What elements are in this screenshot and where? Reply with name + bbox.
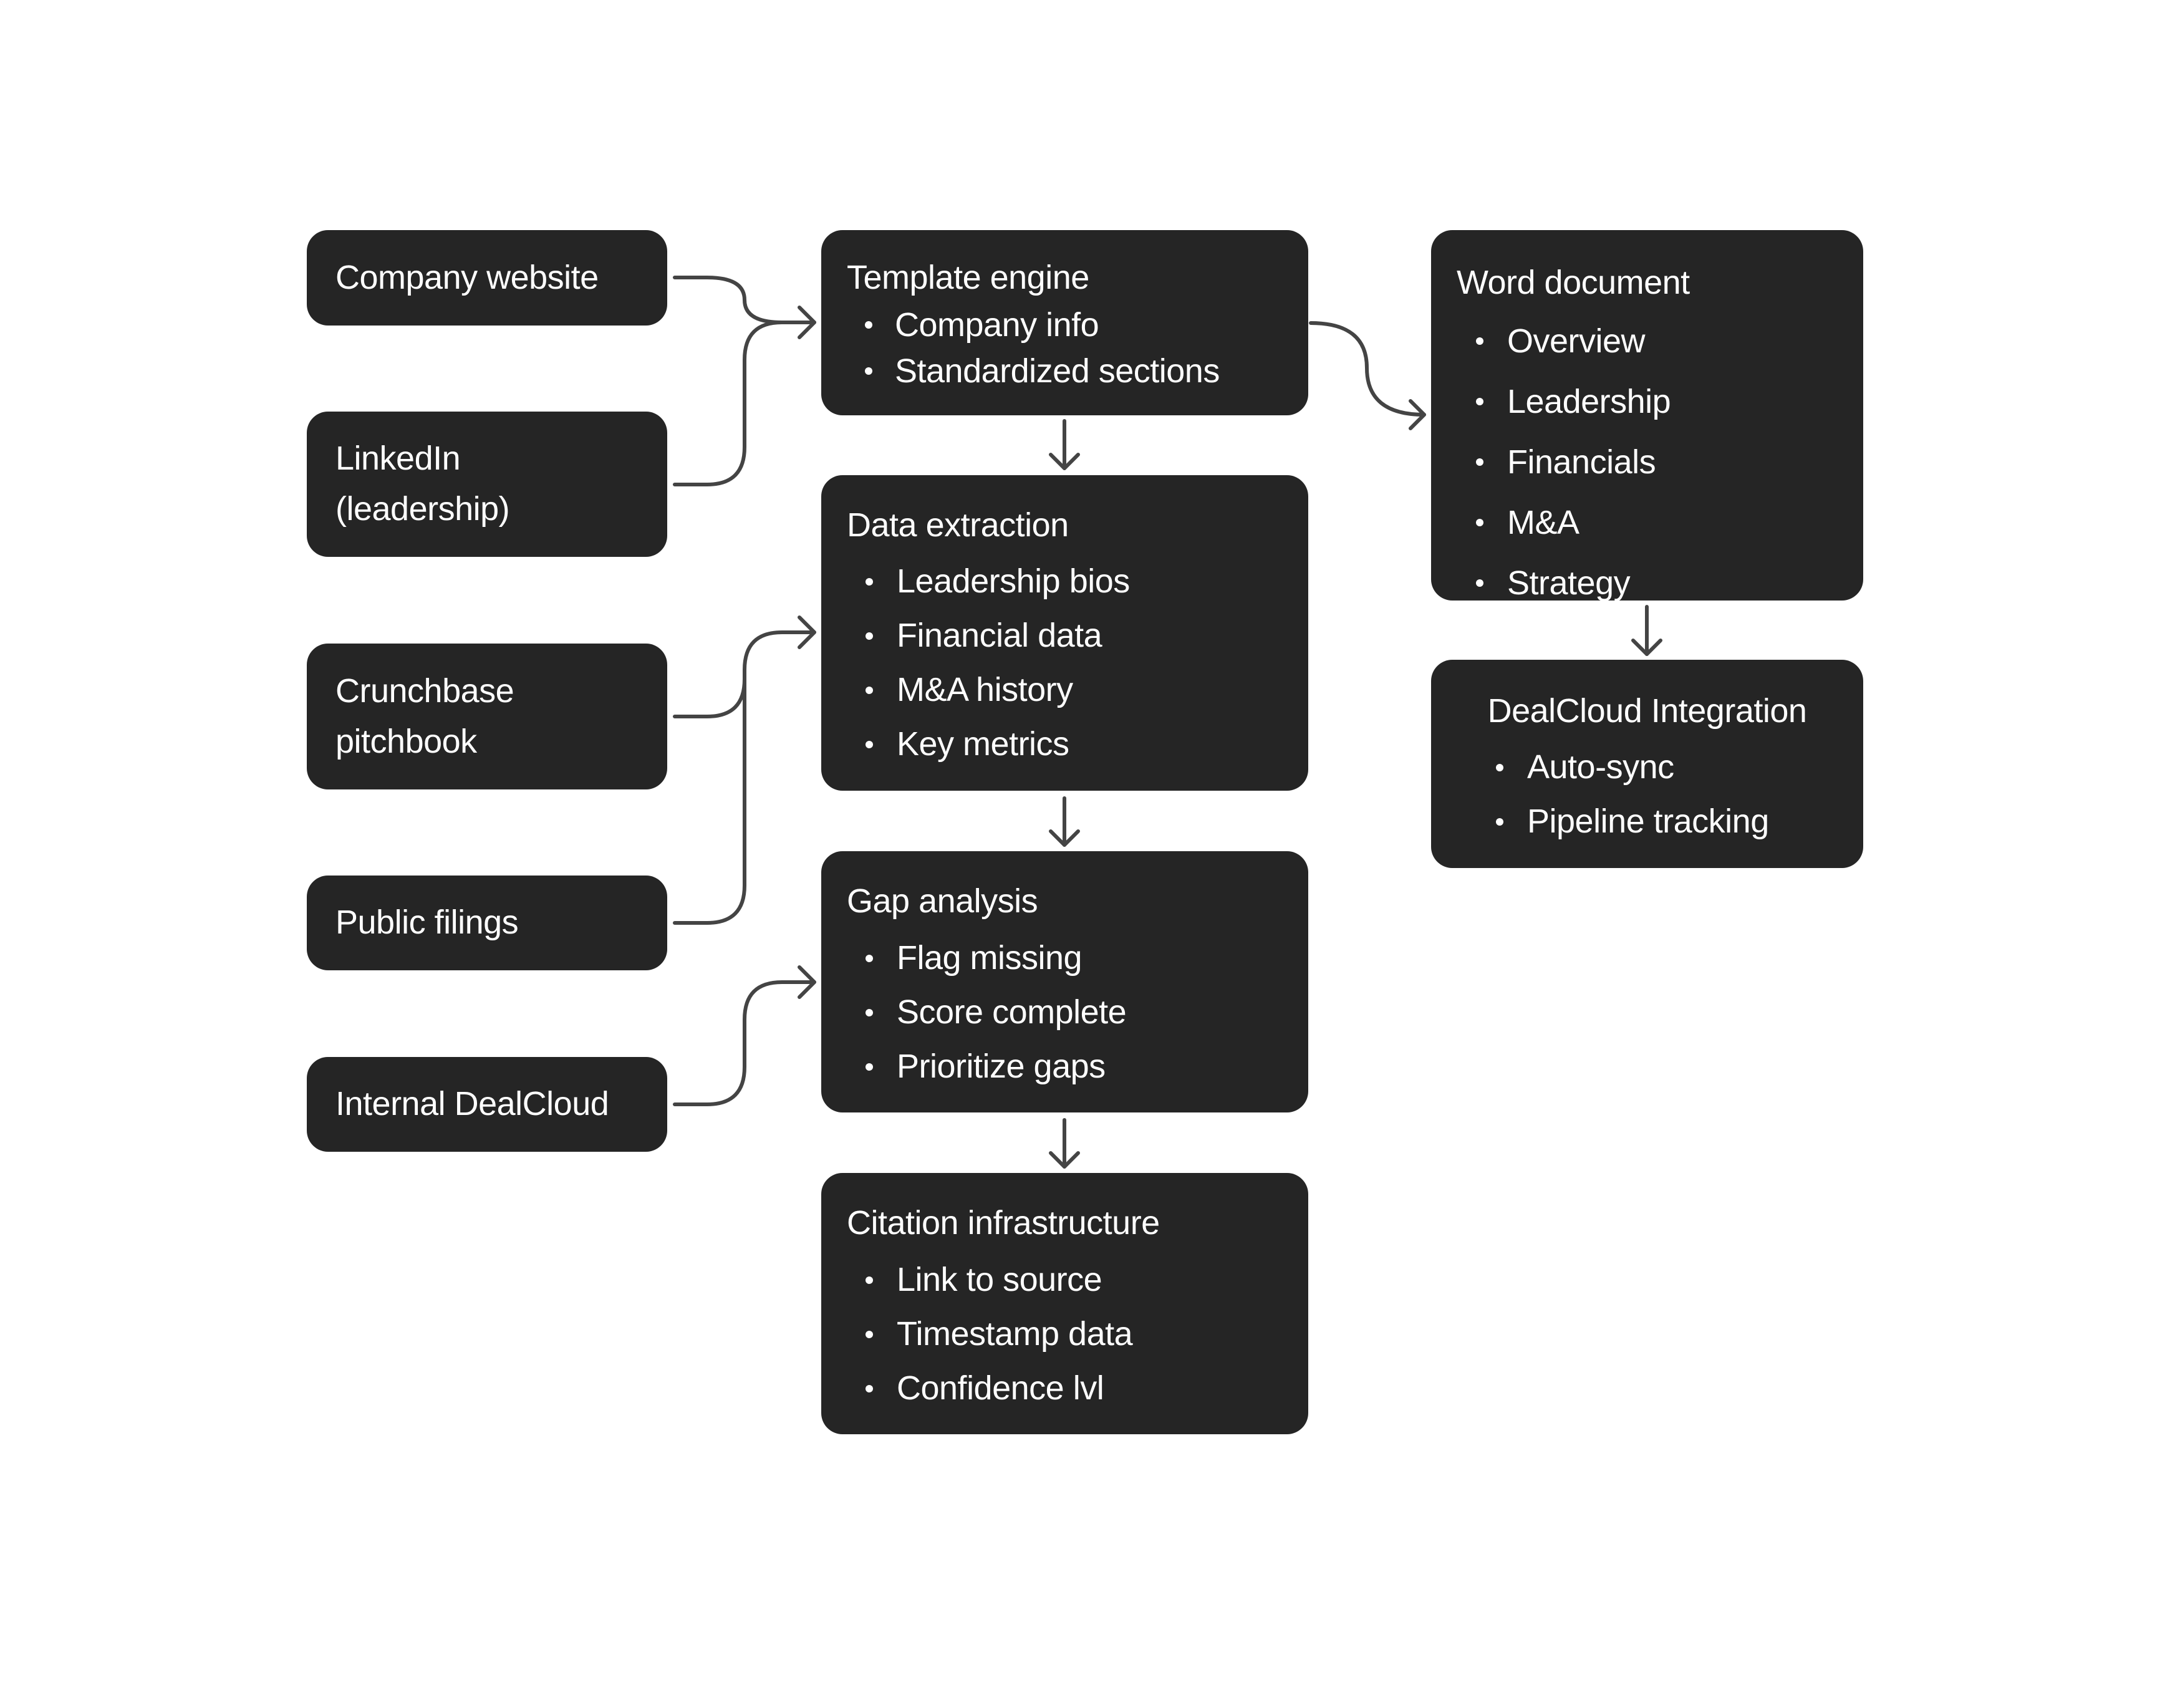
bullet-icon [866,687,873,694]
bullet-item: Financial data [866,609,1130,663]
bullet-item: Link to source [866,1253,1132,1307]
bullet-item: Flag missing [866,931,1126,985]
node-title: Word document [1457,264,1690,301]
bullet-icon [1476,398,1483,405]
node-crunchbase[interactable]: Crunchbase pitchbook [307,644,667,789]
bullet-item: Leadership [1476,372,1671,432]
node-template-engine[interactable]: Template engine Company info Standardize… [821,230,1308,415]
bullet-item: Financials [1476,432,1671,493]
bullet-icon [866,1063,873,1071]
arrowhead-gap-analysis-top [1049,829,1080,847]
node-citation-infrastructure[interactable]: Citation infrastructure Link to source T… [821,1173,1308,1434]
node-dealcloud-integration[interactable]: DealCloud Integration Auto-sync Pipeline… [1431,660,1863,868]
arrowhead-data-extraction-left [798,615,816,649]
node-label: LinkedIn [335,440,461,477]
node-public-filings[interactable]: Public filings [307,876,667,970]
arrowhead-word-document-left [1409,399,1426,430]
bullet-item: M&A history [866,663,1130,717]
node-data-extraction[interactable]: Data extraction Leadership bios Financia… [821,475,1308,791]
connector-linkedin-to-template-engine [673,321,816,486]
bullet-icon [1476,337,1483,345]
bullet-item: Confidence lvl [866,1361,1132,1416]
bullet-icon [866,741,873,748]
bullet-item: Timestamp data [866,1307,1133,1361]
bullet-item: Pipeline tracking [1496,794,1769,849]
node-bullets: Flag missing Score complete Prioritize g… [866,931,1127,1094]
node-company-website[interactable]: Company website [307,230,667,326]
bullet-item: Leadership bios [866,554,1130,609]
bullet-icon [866,1009,873,1016]
arrowhead-template-engine-left [798,306,816,339]
bullet-icon [866,632,873,640]
node-title: Template engine [847,259,1089,296]
bullet-icon [1476,519,1483,526]
bullet-icon [865,321,872,329]
arrowhead-data-extraction-top [1049,453,1080,470]
node-gap-analysis[interactable]: Gap analysis Flag missing Score complete… [821,851,1308,1112]
arrowhead-gap-analysis-left [798,965,816,999]
bullet-icon [866,578,873,586]
bullet-icon [866,955,873,962]
bullet-icon [1496,818,1503,826]
node-title: Citation infrastructure [847,1204,1160,1242]
arrowhead-dealcloud-top [1631,639,1662,656]
connector-public-filings-to-data-extraction [673,668,746,925]
bullet-item: Overview [1476,311,1671,372]
bullet-item: Key metrics [866,717,1130,771]
node-label: (leadership) [335,490,510,528]
bullet-icon [1476,458,1483,466]
node-linkedin[interactable]: LinkedIn (leadership) [307,412,667,557]
bullet-icon [866,1331,873,1338]
node-title: Gap analysis [847,882,1038,920]
node-label: Company website [335,259,599,296]
node-internal-dealcloud[interactable]: Internal DealCloud [307,1057,667,1152]
node-title: Data extraction [847,506,1069,544]
bullet-item: Strategy [1476,553,1671,614]
node-bullets: Company info Standardized sections [865,302,1220,394]
bullet-item: Auto-sync [1496,740,1769,794]
node-bullets: Auto-sync Pipeline tracking [1496,740,1769,849]
bullet-item: Company info [865,302,1220,348]
node-bullets: Overview Leadership Financials M&A Strat… [1476,311,1671,614]
bullet-icon [866,1385,873,1392]
node-label: Internal DealCloud [335,1085,609,1122]
connector-internal-dealcloud-to-gap-analysis [673,980,816,1106]
bullet-icon [866,1276,873,1284]
node-bullets: Link to source Timestamp data Confidence… [866,1253,1133,1416]
connector-template-engine-to-word-document [1309,321,1426,417]
bullet-icon [865,367,872,375]
bullet-icon [1496,764,1503,771]
node-title: DealCloud Integration [1487,692,1807,730]
bullet-item: Score complete [866,985,1127,1040]
bullet-item: Standardized sections [865,348,1220,394]
node-bullets: Leadership bios Financial data M&A histo… [866,554,1130,771]
node-word-document[interactable]: Word document Overview Leadership Financ… [1431,230,1863,602]
node-label: Public filings [335,904,519,941]
connector-company-website-to-template-engine [673,276,816,324]
bullet-item: Prioritize gaps [866,1040,1126,1094]
node-label: Crunchbase [335,672,514,710]
node-label: pitchbook [335,723,477,760]
arrowhead-citation-top [1049,1151,1080,1169]
bullet-icon [1476,579,1483,587]
bullet-item: M&A [1476,493,1671,553]
